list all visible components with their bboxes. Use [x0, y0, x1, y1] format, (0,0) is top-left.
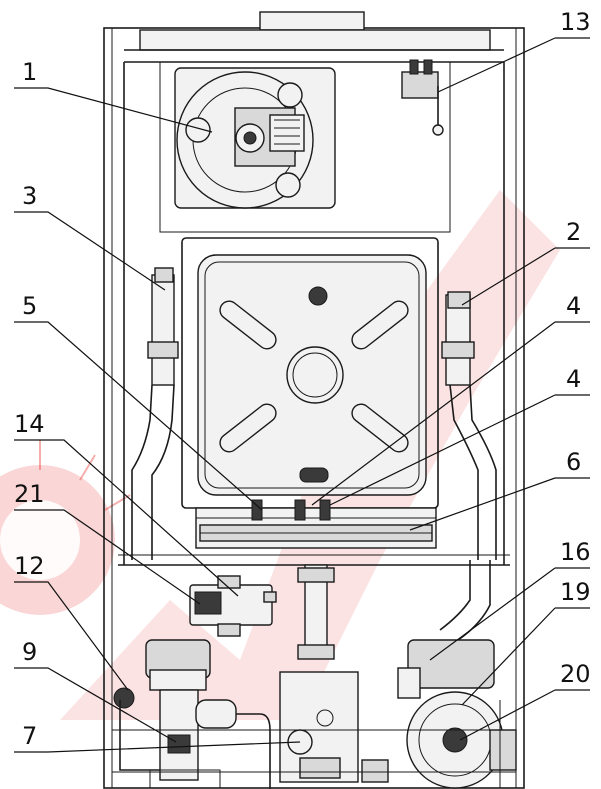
label-2: 2 [566, 218, 581, 246]
label-16: 16 [560, 538, 591, 566]
label-20: 20 [560, 660, 591, 688]
combustion-chamber [181, 237, 439, 509]
ignition-unit [189, 575, 277, 637]
label-7: 7 [22, 722, 37, 750]
bottom-rail [112, 729, 516, 773]
label-14: 14 [14, 410, 45, 438]
watermark [0, 190, 560, 720]
label-5: 5 [22, 292, 37, 320]
label-3: 3 [22, 182, 37, 210]
gas-pipe [297, 564, 335, 660]
pressure-switch [401, 59, 444, 136]
label-19: 19 [560, 578, 591, 606]
hydro-group [113, 639, 271, 789]
right-pipe [441, 291, 497, 560]
label-6: 6 [566, 448, 581, 476]
circulation-pump [397, 560, 517, 789]
part-labels: 1 13 3 2 5 4 4 14 6 21 16 12 19 9 20 7 [14, 8, 591, 750]
leader-lines [14, 37, 590, 753]
label-1: 1 [22, 58, 37, 86]
gas-valve [279, 671, 389, 783]
label-9: 9 [22, 638, 37, 666]
outer-frame [103, 11, 525, 789]
label-12: 12 [14, 552, 45, 580]
fan-assembly [174, 67, 336, 209]
label-4-upper: 4 [566, 292, 581, 320]
burner [195, 499, 437, 549]
left-pipe [131, 267, 179, 560]
label-21: 21 [14, 480, 45, 508]
label-4-lower: 4 [566, 365, 581, 393]
label-13: 13 [560, 8, 591, 36]
